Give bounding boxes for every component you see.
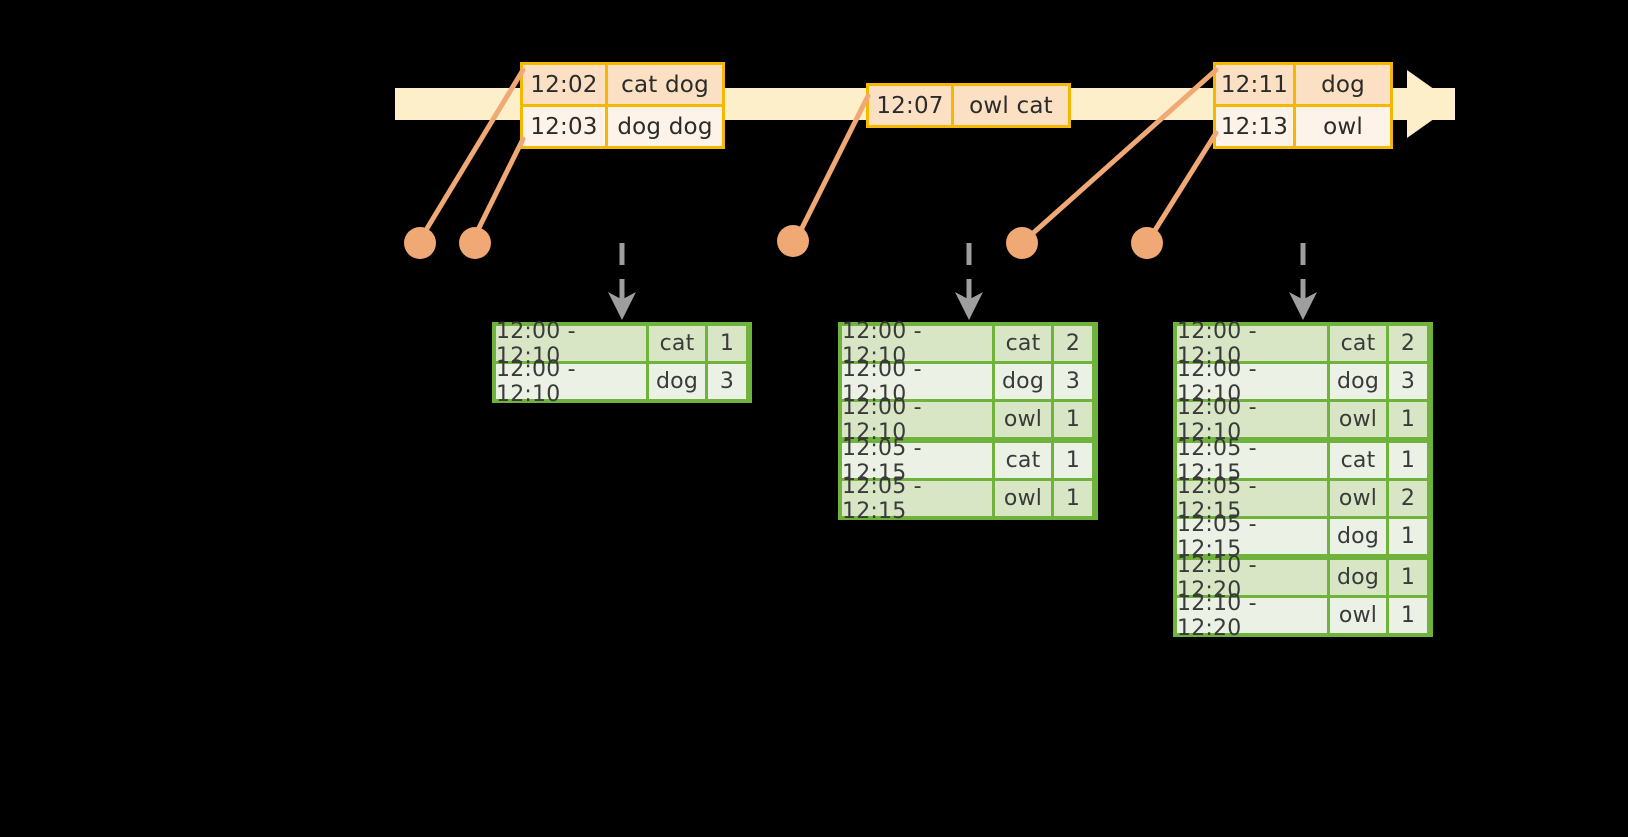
count-cell: 1 [1389,598,1427,633]
word-cell: cat [1330,326,1386,361]
count-cell: 1 [1054,443,1092,478]
table-row[interactable]: 12:00 - 12:10 owl 1 [1177,395,1429,445]
count-cell: 1 [1054,481,1092,516]
result-table-3[interactable]: 12:00 - 12:10 cat 2 12:00 - 12:10 dog 3 … [1173,319,1433,641]
word-cell: dog [1330,364,1386,399]
word-cell: cat [995,326,1051,361]
window-cell: 12:05 - 12:15 [1177,512,1327,562]
word-cell: dog [1330,560,1386,595]
count-cell: 1 [1389,519,1427,554]
event-time: 12:11 [1216,65,1296,104]
table-row[interactable]: 12:10 - 12:20 dog 1 [1177,553,1429,603]
count-cell: 3 [708,364,746,399]
event-words: cat dog [608,65,722,104]
event-row[interactable]: 12:13 owl [1216,104,1390,146]
connector-dot [777,225,809,257]
count-cell: 1 [708,326,746,361]
event-row[interactable]: 12:07 owl cat [869,86,1068,125]
count-cell: 2 [1054,326,1092,361]
word-cell: dog [995,364,1051,399]
event-time: 12:03 [523,107,608,146]
connector-dot [1131,227,1163,259]
count-cell: 2 [1389,481,1427,516]
count-cell: 3 [1054,364,1092,399]
event-row[interactable]: 12:11 dog [1216,65,1390,104]
event-group-3[interactable]: 12:11 dog 12:13 owl [1213,62,1393,149]
word-cell: cat [649,326,705,361]
count-cell: 2 [1389,326,1427,361]
window-cell: 12:00 - 12:10 [842,395,992,445]
window-cell: 12:00 - 12:10 [842,357,992,407]
event-row[interactable]: 12:02 cat dog [523,65,722,104]
count-cell: 3 [1389,364,1427,399]
connector-dot [1006,227,1038,259]
event-row[interactable]: 12:03 dog dog [523,104,722,146]
word-cell: cat [995,443,1051,478]
window-cell: 12:05 - 12:15 [1177,436,1327,486]
table-row[interactable]: 12:05 - 12:15 owl 2 [1177,474,1429,524]
word-cell: owl [1330,481,1386,516]
count-cell: 1 [1389,560,1427,595]
word-cell: cat [1330,443,1386,478]
count-cell: 1 [1389,443,1427,478]
table-row[interactable]: 12:00 - 12:10 dog 3 [496,357,748,407]
window-cell: 12:05 - 12:15 [842,436,992,486]
result-table-2[interactable]: 12:00 - 12:10 cat 2 12:00 - 12:10 dog 3 … [838,319,1098,524]
event-words: owl [1296,107,1390,146]
window-cell: 12:00 - 12:10 [496,357,646,407]
word-cell: dog [1330,519,1386,554]
event-group-1[interactable]: 12:02 cat dog 12:03 dog dog [520,62,725,149]
word-cell: dog [649,364,705,399]
event-group-2[interactable]: 12:07 owl cat [866,83,1071,128]
table-row[interactable]: 12:00 - 12:10 dog 3 [842,357,1094,407]
result-table-1[interactable]: 12:00 - 12:10 cat 1 12:00 - 12:10 dog 3 [492,319,752,407]
table-row[interactable]: 12:10 - 12:20 owl 1 [1177,591,1429,641]
event-time: 12:02 [523,65,608,104]
word-cell: owl [1330,598,1386,633]
event-words: dog [1296,65,1390,104]
event-time: 12:07 [869,86,954,125]
word-cell: owl [995,481,1051,516]
window-cell: 12:05 - 12:15 [1177,474,1327,524]
table-row[interactable]: 12:00 - 12:10 owl 1 [842,395,1094,445]
table-row[interactable]: 12:05 - 12:15 cat 1 [1177,436,1429,486]
window-cell: 12:05 - 12:15 [842,474,992,524]
window-cell: 12:00 - 12:10 [1177,395,1327,445]
timeline-arrowhead [1407,70,1455,138]
window-cell: 12:00 - 12:10 [1177,357,1327,407]
window-cell: 12:10 - 12:20 [1177,591,1327,641]
table-row[interactable]: 12:05 - 12:15 dog 1 [1177,512,1429,562]
event-time: 12:13 [1216,107,1296,146]
connector-dot [404,227,436,259]
word-cell: owl [1330,402,1386,437]
table-row[interactable]: 12:05 - 12:15 cat 1 [842,436,1094,486]
table-row[interactable]: 12:00 - 12:10 dog 3 [1177,357,1429,407]
event-words: dog dog [608,107,722,146]
word-cell: owl [995,402,1051,437]
count-cell: 1 [1389,402,1427,437]
table-row[interactable]: 12:05 - 12:15 owl 1 [842,474,1094,524]
connector-dot [459,227,491,259]
count-cell: 1 [1054,402,1092,437]
event-words: owl cat [954,86,1068,125]
